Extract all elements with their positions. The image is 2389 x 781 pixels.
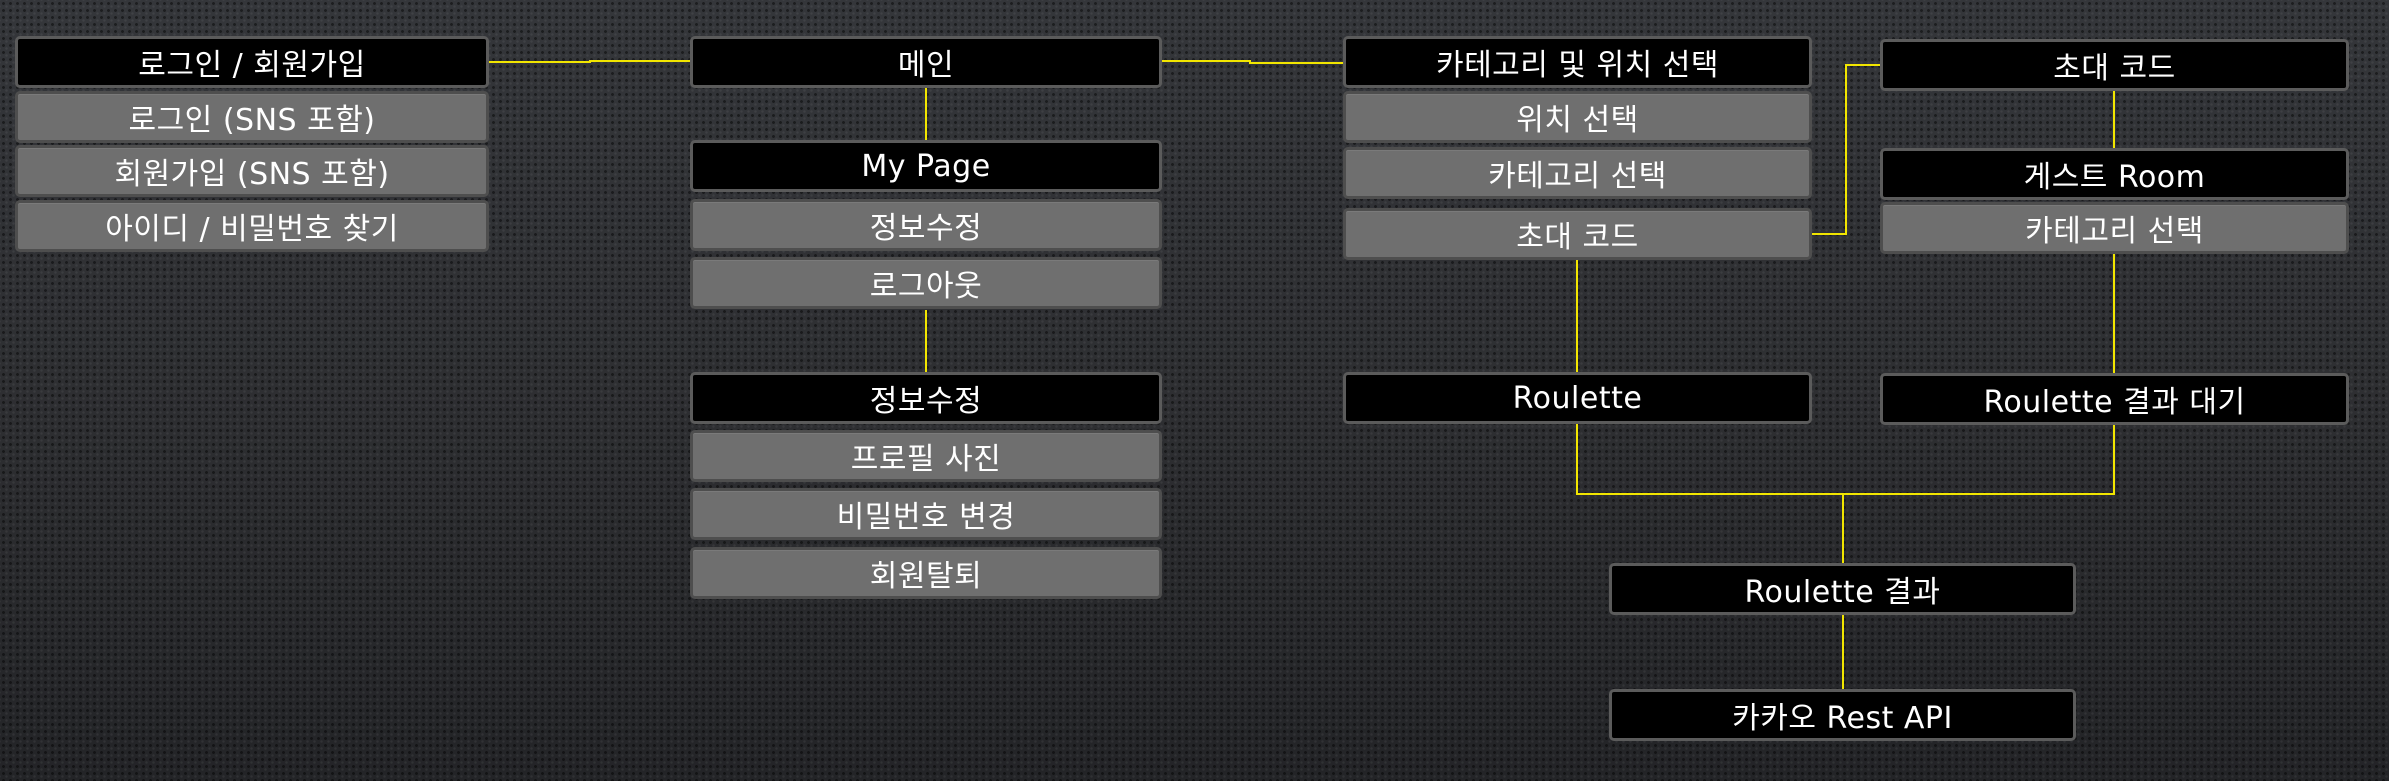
category-location-header[interactable]: 카테고리 및 위치 선택 (1343, 36, 1812, 88)
mypage-header[interactable]: My Page (690, 140, 1162, 192)
connector-roulette-merge (1576, 424, 2115, 495)
invite-code-item[interactable]: 초대 코드 (1343, 208, 1812, 260)
login-signup-header[interactable]: 로그인 / 회원가입 (15, 36, 489, 88)
logout-item[interactable]: 로그아웃 (690, 257, 1162, 309)
withdraw-item[interactable]: 회원탈퇴 (690, 547, 1162, 599)
guest-category-select-item[interactable]: 카테고리 선택 (1880, 202, 2349, 254)
signup-sns-item[interactable]: 회원가입 (SNS 포함) (15, 145, 489, 197)
change-password-item[interactable]: 비밀번호 변경 (690, 488, 1162, 540)
connector-invite-item-to-invite-code (1812, 64, 1880, 235)
mypage-edit-info-item[interactable]: 정보수정 (690, 199, 1162, 251)
connector-main-category (1162, 60, 1343, 64)
login-sns-item[interactable]: 로그인 (SNS 포함) (15, 91, 489, 143)
roulette-header[interactable]: Roulette (1343, 372, 1812, 424)
profile-photo-item[interactable]: 프로필 사진 (690, 430, 1162, 482)
category-select-item[interactable]: 카테고리 선택 (1343, 147, 1812, 199)
roulette-wait-header[interactable]: Roulette 결과 대기 (1880, 373, 2349, 425)
location-select-item[interactable]: 위치 선택 (1343, 91, 1812, 143)
connector-login-main (489, 60, 690, 63)
guest-room-header[interactable]: 게스트 Room (1880, 148, 2349, 200)
invite-code-header[interactable]: 초대 코드 (1880, 39, 2349, 91)
edit-info-header[interactable]: 정보수정 (690, 372, 1162, 424)
find-id-password-item[interactable]: 아이디 / 비밀번호 찾기 (15, 200, 489, 252)
roulette-result-header[interactable]: Roulette 결과 (1609, 563, 2076, 615)
main-header[interactable]: 메인 (690, 36, 1162, 88)
kakao-rest-api-header[interactable]: 카카오 Rest API (1609, 689, 2076, 741)
